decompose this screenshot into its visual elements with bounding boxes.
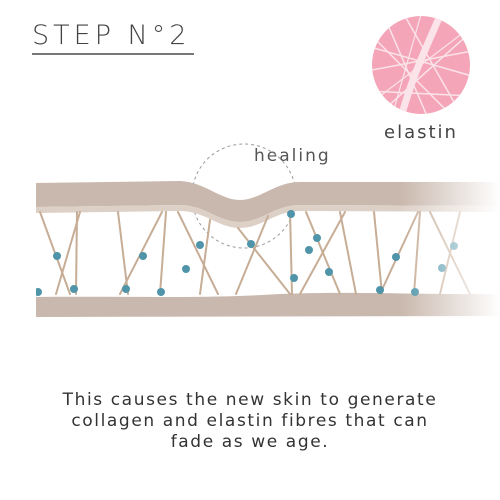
caption: This causes the new skin to generate col… (20, 390, 480, 453)
skin-base-layer (34, 292, 500, 317)
skin-cross-section (30, 140, 500, 340)
right-fade (400, 140, 500, 340)
elastin-label: elastin (384, 122, 458, 143)
caption-line-3: fade as we age. (170, 432, 330, 452)
healing-label: healing (254, 146, 331, 166)
elastin-fibres-icon (372, 16, 470, 114)
step-title: STEP N°2 (32, 20, 191, 51)
caption-line-2: collagen and elastin fibres that can (71, 411, 429, 431)
skin-surface-layer (34, 181, 500, 222)
caption-line-1: This causes the new skin to generate (62, 390, 438, 410)
title-underline (32, 53, 194, 55)
